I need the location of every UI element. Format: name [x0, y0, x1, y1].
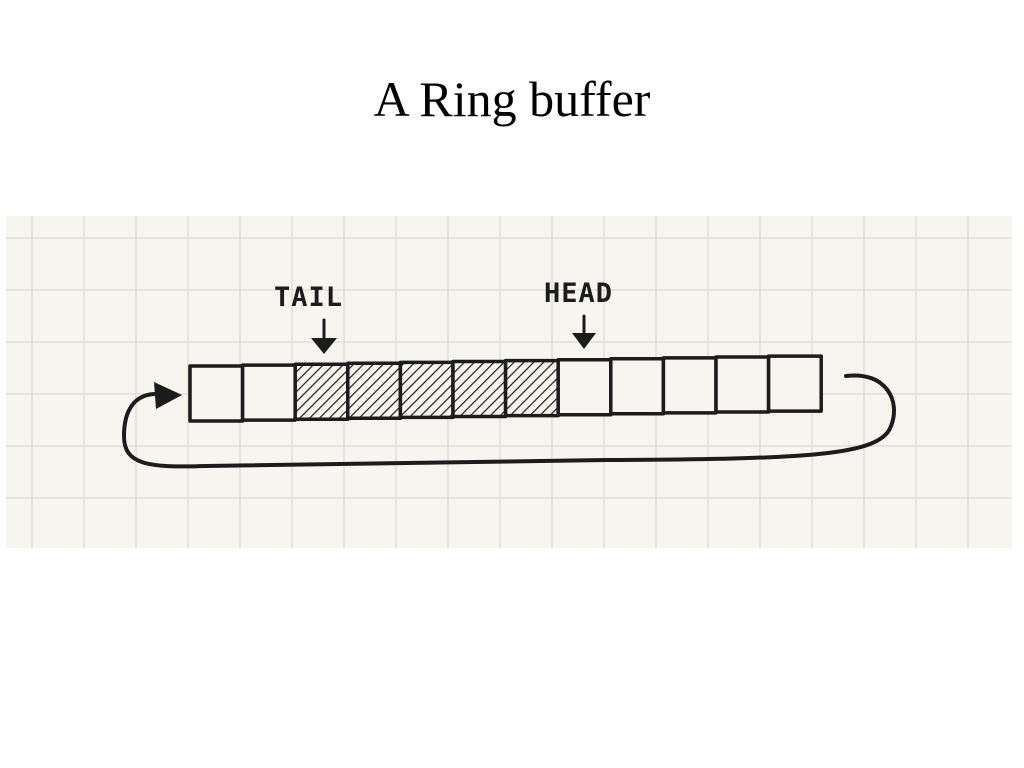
tail-arrow-icon: [311, 338, 337, 354]
buffer-cell-filled: [293, 362, 350, 421]
buffer-cell-empty: [661, 356, 718, 415]
buffer-cell-empty: [766, 354, 823, 413]
buffer-cell-empty: [240, 363, 297, 422]
buffer-cell-filled: [398, 360, 455, 420]
ring-buffer-sketch: TAIL HEAD: [6, 216, 1012, 548]
buffer-cell-filled: [451, 359, 508, 419]
buffer-cell-empty: [556, 357, 613, 417]
ring-buffer-diagram: TAIL HEAD: [6, 216, 1012, 548]
tail-label: TAIL: [274, 282, 343, 313]
wrap-around-loop: [121, 373, 896, 469]
buffer-cell-filled: [503, 358, 560, 418]
head-label: HEAD: [544, 278, 613, 309]
buffer-cells: [188, 354, 823, 423]
buffer-cell-filled: [346, 361, 403, 421]
buffer-cell-empty: [188, 364, 245, 423]
buffer-cell-empty: [609, 357, 666, 416]
slide-title: A Ring buffer: [373, 71, 651, 127]
loop-arrowhead-icon: [154, 382, 182, 409]
head-arrow-icon: [572, 333, 596, 349]
buffer-cell-empty: [714, 355, 771, 414]
